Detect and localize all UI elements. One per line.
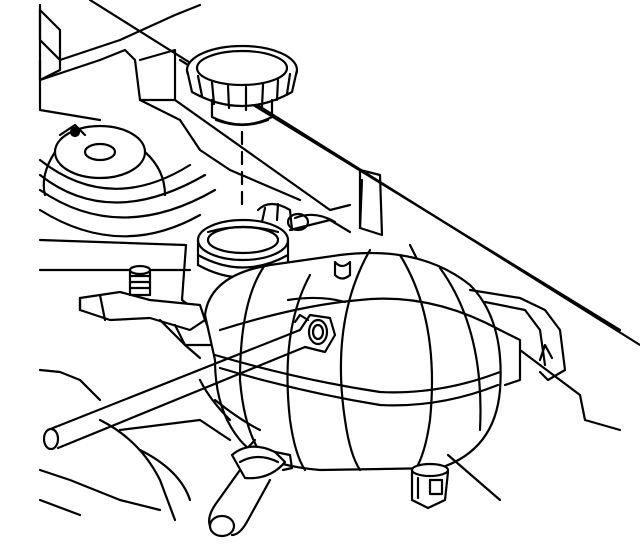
lower-structure: [38, 368, 262, 522]
mounting-bracket: [78, 290, 217, 360]
mounting-stud: [128, 264, 152, 297]
vent-hose: [42, 313, 337, 451]
outlet-fitting: [410, 453, 502, 510]
pressure-cap: [185, 44, 299, 212]
outlet-hose: [208, 438, 272, 538]
tank-strap: [468, 288, 567, 387]
strut-tower: [38, 123, 217, 272]
surge-tank: [203, 248, 502, 472]
upper-hose: [256, 202, 352, 234]
hose-clamp: [230, 445, 294, 480]
